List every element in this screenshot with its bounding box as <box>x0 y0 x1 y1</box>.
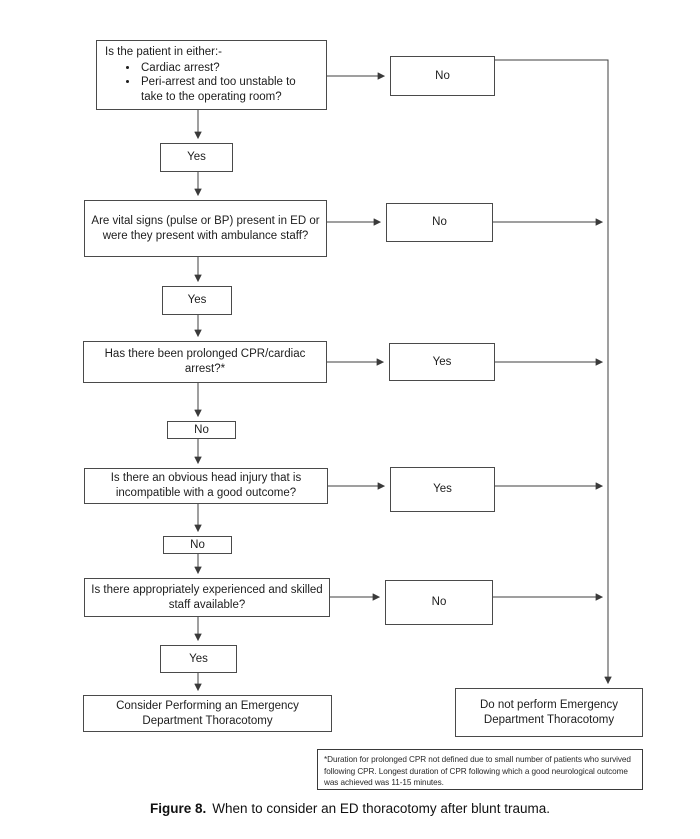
question-intro-text: Is the patient in either:- <box>105 46 222 58</box>
decision-label-q5-yes: Yes <box>160 645 237 673</box>
footnote-box: *Duration for prolonged CPR not defined … <box>317 749 643 790</box>
decision-label-q1-no-side: No <box>390 56 495 96</box>
figure-caption-label: Figure 8. <box>150 801 207 816</box>
bullet-cardiac-arrest: Cardiac arrest? <box>139 61 320 76</box>
decision-label-q5-no-side: No <box>385 580 493 625</box>
decision-label-q1-yes: Yes <box>160 143 233 172</box>
question-box-head-injury: Is there an obvious head injury that is … <box>84 468 328 504</box>
decision-label-q3-no: No <box>167 421 236 439</box>
connector-collector-line <box>495 59 612 685</box>
question-box-vital-signs: Are vital signs (pulse or BP) present in… <box>84 200 327 257</box>
decision-label-q2-no-side: No <box>386 203 493 242</box>
question-bullet-list: Cardiac arrest? Peri-arrest and too unst… <box>105 61 320 105</box>
decision-label-q3-yes-side: Yes <box>389 343 495 381</box>
decision-label-q4-no: No <box>163 536 232 554</box>
figure-caption-text: When to consider an ED thoracotomy after… <box>212 801 550 816</box>
decision-label-q2-yes: Yes <box>162 286 232 315</box>
outcome-box-do-not-perform: Do not perform Emergency Department Thor… <box>455 688 643 737</box>
decision-label-q4-yes-side: Yes <box>390 467 495 512</box>
figure-caption: Figure 8. When to consider an ED thoracot… <box>0 801 700 816</box>
outcome-box-perform-thoracotomy: Consider Performing an Emergency Departm… <box>83 695 332 732</box>
bullet-peri-arrest: Peri-arrest and too unstable to take to … <box>139 75 320 104</box>
question-box-skilled-staff: Is there appropriately experienced and s… <box>84 578 330 617</box>
question-box-prolonged-cpr: Has there been prolonged CPR/cardiac arr… <box>83 341 327 383</box>
question-box-arrest-status: Is the patient in either:- Cardiac arres… <box>96 40 327 110</box>
